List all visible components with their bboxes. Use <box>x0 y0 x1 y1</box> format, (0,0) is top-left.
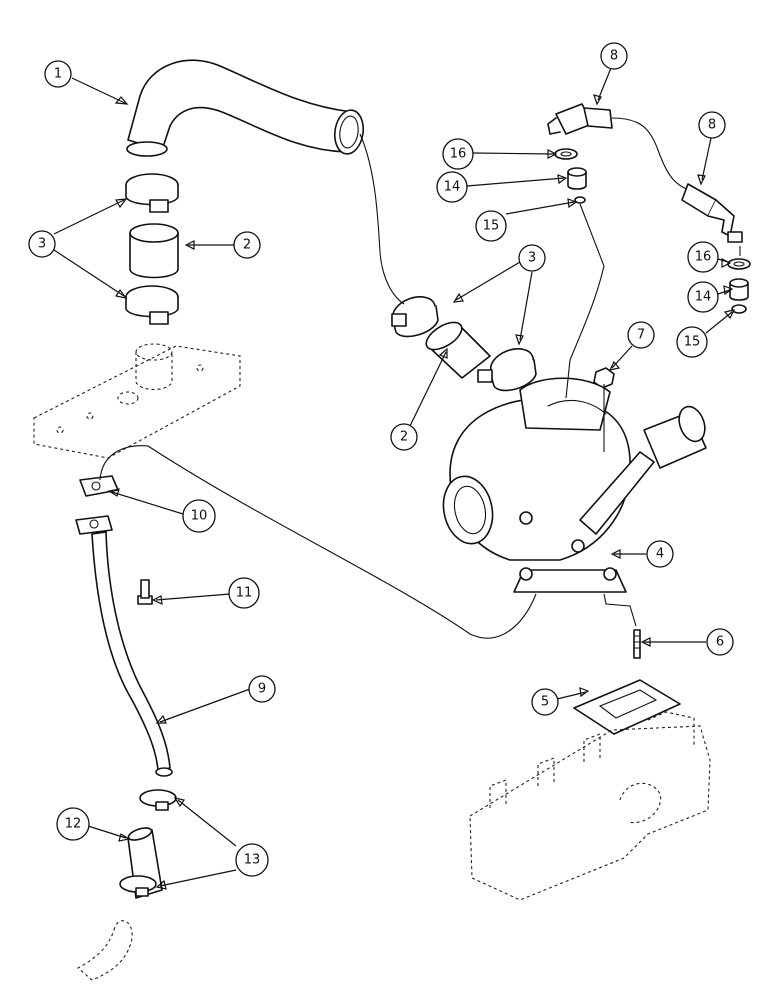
drain-hose-clamp <box>119 875 157 897</box>
callout-13: 13 <box>235 843 269 877</box>
callout-14: 14 <box>687 281 719 313</box>
drain-bolt <box>137 579 153 605</box>
callout-8: 8 <box>600 42 628 70</box>
engine-drain-connection-dashed <box>77 920 133 981</box>
svg-text:13: 13 <box>244 853 261 868</box>
svg-text:12: 12 <box>65 817 82 832</box>
callout-11: 11 <box>228 577 260 609</box>
callout-16: 16 <box>442 138 474 170</box>
o-ring <box>731 304 747 314</box>
svg-text:14: 14 <box>444 180 461 195</box>
callout-5: 5 <box>531 688 559 716</box>
svg-text:6: 6 <box>716 635 724 650</box>
svg-text:2: 2 <box>400 430 408 445</box>
fitting-adapter <box>567 167 587 190</box>
turbo-gasket <box>573 679 681 735</box>
callout-1: 1 <box>44 60 72 88</box>
turbo-inlet-clamp <box>477 348 537 392</box>
svg-text:3: 3 <box>38 237 46 252</box>
routing-line-oil-supply <box>565 203 605 399</box>
mounting-nut <box>593 367 615 389</box>
leader-lines <box>53 67 736 890</box>
svg-text:3: 3 <box>528 251 536 266</box>
svg-text:11: 11 <box>236 586 253 601</box>
svg-text:4: 4 <box>656 547 664 562</box>
turbocharger <box>442 377 707 593</box>
callout-16: 16 <box>687 241 719 273</box>
fitting-adapter <box>729 278 749 301</box>
routing-line-intake <box>359 133 405 305</box>
drain-hose-clamp <box>139 789 177 811</box>
svg-text:15: 15 <box>483 219 500 234</box>
svg-text:2: 2 <box>243 238 251 253</box>
callout-15: 15 <box>475 210 507 242</box>
callout-12: 12 <box>56 807 90 841</box>
callout-2: 2 <box>390 423 418 451</box>
hose-clamp <box>125 285 179 325</box>
callout-7: 7 <box>627 321 655 349</box>
callout-4: 4 <box>646 540 674 568</box>
oil-drain-tube <box>75 515 173 777</box>
routing-line-manifold <box>603 593 637 627</box>
svg-text:16: 16 <box>695 250 712 265</box>
svg-text:1: 1 <box>54 67 62 82</box>
hose-clamp <box>125 173 179 213</box>
sealing-washer <box>554 148 578 160</box>
turbo-inlet-sleeve <box>425 321 491 379</box>
callout-15: 15 <box>676 326 708 358</box>
svg-text:8: 8 <box>610 49 618 64</box>
svg-text:16: 16 <box>450 147 467 162</box>
hose-sleeve <box>129 223 179 279</box>
exhaust-manifold-dashed <box>469 711 711 901</box>
callout-3: 3 <box>28 230 56 258</box>
callout-6: 6 <box>706 628 734 656</box>
callout-9: 9 <box>248 675 276 703</box>
manifold-stud <box>633 629 641 659</box>
svg-text:14: 14 <box>695 290 712 305</box>
sealing-washer <box>727 258 751 270</box>
svg-text:15: 15 <box>684 335 701 350</box>
svg-text:8: 8 <box>708 118 716 133</box>
callout-10: 10 <box>182 499 216 533</box>
callout-2: 2 <box>233 231 261 259</box>
callout-3: 3 <box>518 244 546 272</box>
callout-8: 8 <box>698 111 726 139</box>
callout-14: 14 <box>436 171 468 203</box>
svg-text:9: 9 <box>258 682 266 697</box>
svg-text:7: 7 <box>637 328 645 343</box>
svg-text:5: 5 <box>541 695 549 710</box>
air-cleaner-outlet-dashed <box>33 343 241 459</box>
turbo-inlet-clamp <box>391 296 439 338</box>
oil-supply-line <box>547 103 743 243</box>
intake-elbow-tube <box>126 59 364 157</box>
o-ring <box>574 196 586 204</box>
svg-text:10: 10 <box>191 509 208 524</box>
routing-line-drain <box>99 445 537 639</box>
